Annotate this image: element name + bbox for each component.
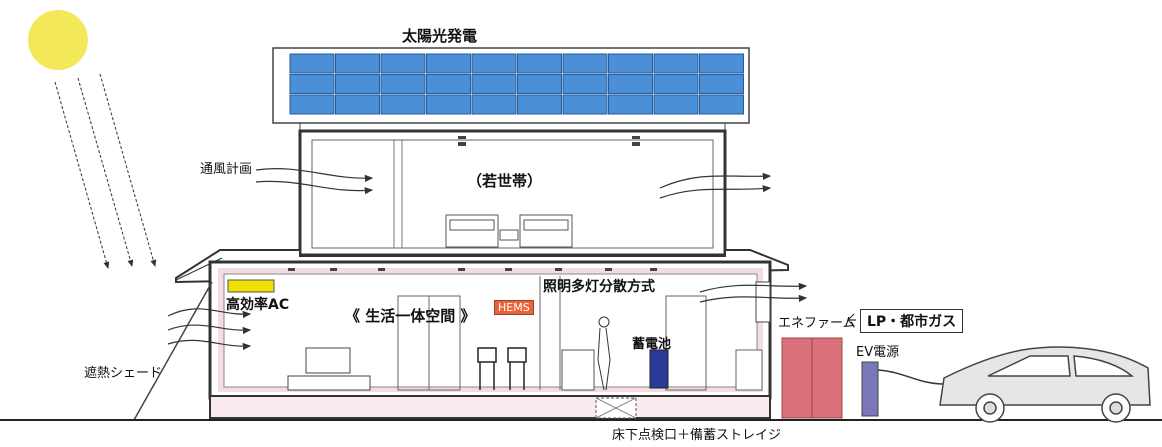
solar-cell [699,74,744,94]
solar-cell [562,74,608,94]
young-household-label: （若世帯） [467,172,543,190]
solar-cell [517,74,562,94]
solar-cell [653,94,699,115]
solar-cell [426,74,471,94]
storage-battery-icon [649,349,669,389]
underfloor-label: 床下点検口＋備蓄ストレイジ [612,428,782,443]
solar-cell [289,53,335,74]
storage-battery-label: 蓄電池 [632,337,672,352]
upper-floor [298,129,727,257]
solar-power-label: 太陽光発電 [402,27,478,45]
sun-icon [28,10,88,70]
ene-farm-label: エネファーム [778,316,856,331]
lighting-scheme-label: 照明多灯分散方式 [543,279,655,295]
solar-cell [608,74,653,94]
heat-shade-line [133,281,213,421]
solar-cell [426,53,471,74]
solar-panel-array [272,47,750,124]
solar-cell [289,74,335,94]
hems-badge: HEMS [494,300,534,315]
living-space-label: 《 生活一体空間 》 [345,307,476,325]
solar-cell [335,53,380,74]
gas-supply-label: LP・都市ガス [860,309,964,333]
dining-chairs-icon [477,347,527,390]
solar-cell [608,94,653,115]
ac-unit-icon [227,279,275,293]
ene-farm-unit [781,337,843,419]
solar-cell [517,94,562,115]
gas-arrow-icon [847,313,856,327]
solar-cell [471,53,517,74]
solar-cell [471,94,517,115]
tv-icon [287,347,371,391]
ventilation-arrows [167,168,808,351]
electric-car-icon [939,346,1151,423]
bed-icon [445,214,573,248]
solar-cell [380,53,426,74]
solar-cell [335,94,380,115]
solar-cell [380,74,426,94]
solar-cell [380,94,426,115]
solar-cell [562,94,608,115]
lower-floor [208,260,772,419]
ev-charger-icon [861,361,879,417]
solar-cell [653,74,699,94]
solar-cell [653,53,699,74]
person-icon [597,316,611,391]
solar-cell [426,94,471,115]
solar-cell [699,94,744,115]
high-efficiency-ac-label: 高効率AC [226,297,290,313]
solar-cell [289,94,335,115]
solar-cell [517,53,562,74]
solar-cell [699,53,744,74]
solar-cell [335,74,380,94]
ventilation-plan-label: 通風計画 [200,162,253,177]
solar-cell [562,53,608,74]
sunlight-rays [54,73,157,269]
solar-cell [471,74,517,94]
heat-shade-label: 遮熱シェード [84,366,163,381]
solar-cell [608,53,653,74]
ev-power-label: EV電源 [856,345,900,360]
